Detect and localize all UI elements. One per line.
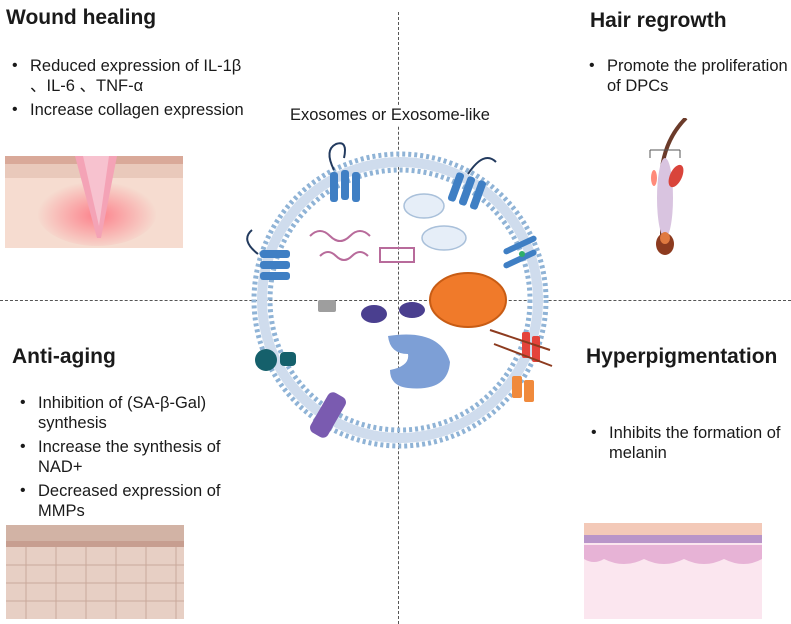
hair-regrowth-list: Promote the proliferation of DPCs (585, 56, 790, 100)
hair-regrowth-title: Hair regrowth (590, 9, 727, 32)
vesicle-1 (403, 193, 445, 219)
wound-healing-title: Wound healing (6, 6, 157, 29)
wound-skin-illustration (5, 156, 183, 248)
mirna-strand (319, 251, 369, 261)
wound-healing-item-1: Reduced expression of IL-1β 、IL-6 、TNF-α (8, 56, 248, 96)
small-protein-gray (318, 300, 336, 312)
vertical-divider (398, 12, 399, 624)
hair-follicle-illustration (649, 118, 688, 255)
anti-aging-title: Anti-aging (12, 345, 116, 368)
anti-aging-item-2: Increase the synthesis of NAD+ (16, 437, 246, 477)
anti-aging-list: Inhibition of (SA-β-Gal) synthesis Incre… (16, 393, 246, 525)
horizontal-divider (0, 300, 791, 301)
hyperpigmentation-item-1: Inhibits the formation of melanin (587, 423, 787, 463)
receptor-left (246, 229, 290, 280)
wound-healing-item-2: Increase collagen expression (8, 100, 248, 120)
membrane-core (257, 157, 543, 443)
hair-regrowth-item-1: Promote the proliferation of DPCs (585, 56, 790, 96)
membrane-inner-layer (267, 167, 533, 433)
protein-channel-right (489, 329, 553, 402)
wound-healing-list: Reduced expression of IL-1β 、IL-6 、TNF-α… (8, 56, 248, 124)
anti-aging-item-3: Decreased expression of MMPs (16, 481, 246, 521)
receptor-top-right (447, 157, 497, 210)
exosome-diagram (246, 142, 553, 449)
hyperpigmentation-title: Hyperpigmentation (586, 345, 778, 368)
vesicle-purple-2 (399, 302, 425, 318)
protein-blue-large (388, 334, 450, 389)
aged-skin-illustration (6, 525, 184, 619)
vesicle-purple-1 (361, 305, 387, 323)
nucleic-particle-orange (429, 272, 507, 328)
dna-fragment (379, 247, 415, 263)
receptor-top-left (328, 142, 360, 202)
channel-left (255, 349, 296, 371)
hyperpigmentation-list: Inhibits the formation of melanin (587, 423, 787, 467)
exosome-label: Exosomes or Exosome-like (288, 106, 492, 125)
vesicle-2 (421, 225, 467, 251)
barrel-protein-bottom-left (310, 392, 346, 438)
pigmented-skin-illustration (584, 523, 762, 619)
membrane-outer-layer (251, 151, 549, 449)
receptor-right (503, 235, 537, 269)
rna-strand (309, 230, 371, 242)
anti-aging-item-1: Inhibition of (SA-β-Gal) synthesis (16, 393, 246, 433)
